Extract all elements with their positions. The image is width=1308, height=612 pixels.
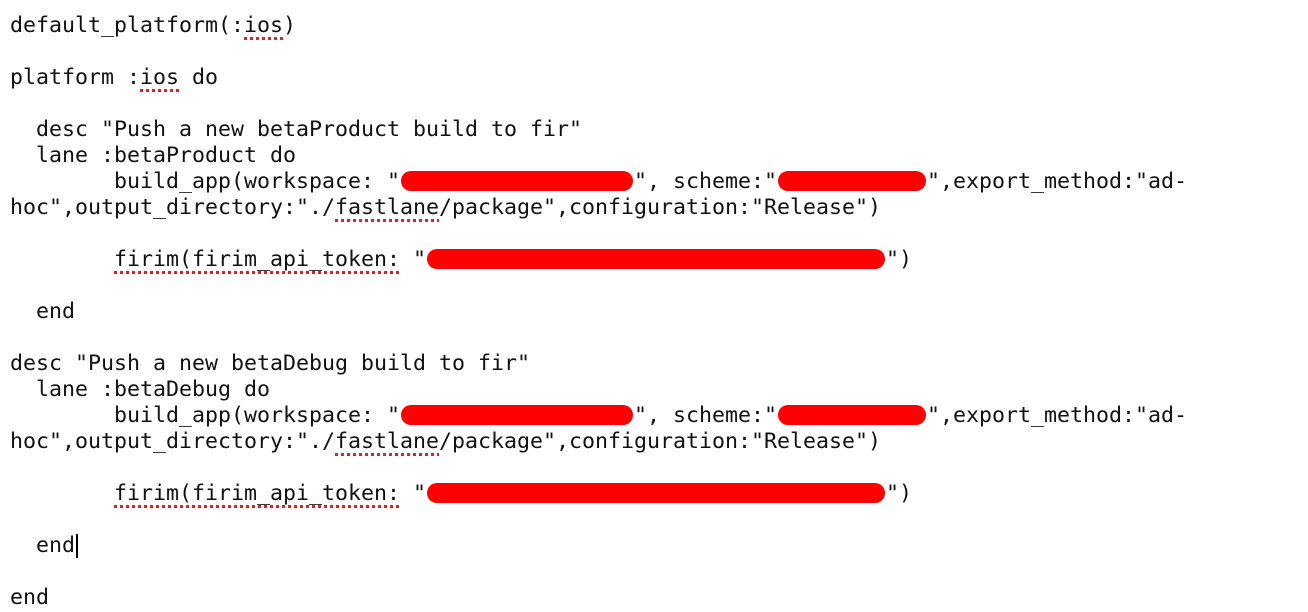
code-text: desc "Push a new betaDebug build to fir" xyxy=(10,351,531,376)
code-text: ",export_method:"ad- xyxy=(927,169,1188,194)
code-text: hoc",output_directory:"./ xyxy=(10,195,336,220)
code-line-10: lane :betaDebug do xyxy=(10,377,270,403)
code-text: /package",configuration:"Release") xyxy=(439,429,882,454)
redaction-mark xyxy=(427,483,886,503)
code-line-7: firim(firim_api_token: " ") xyxy=(10,247,912,273)
code-text: default_platform(: xyxy=(10,13,245,38)
code-text: ",export_method:"ad- xyxy=(927,403,1188,428)
code-text: lane :betaDebug do xyxy=(10,377,271,402)
code-line-9: desc "Push a new betaDebug build to fir" xyxy=(10,351,530,377)
code-text: build_app(workspace: " xyxy=(10,403,401,428)
code-text: build_app(workspace: " xyxy=(10,169,401,194)
code-line-4: lane :betaProduct do xyxy=(10,143,296,169)
code-line-5: build_app(workspace: " ", scheme:" ",expor… xyxy=(10,169,1187,195)
code-line-15: end xyxy=(10,585,49,611)
code-text: ", scheme:" xyxy=(634,169,778,194)
code-text: " xyxy=(400,481,427,506)
code-line-11: build_app(workspace: " ", scheme:" ",expor… xyxy=(10,403,1187,429)
code-text: lane :betaProduct do xyxy=(10,143,297,168)
code-text: platform : xyxy=(10,65,141,90)
code-text: do xyxy=(179,65,219,90)
spellcheck-word: ios xyxy=(244,13,284,38)
code-line-2: platform :ios do xyxy=(10,65,218,91)
code-text: /package",configuration:"Release") xyxy=(439,195,882,220)
code-text: ", scheme:" xyxy=(634,403,778,428)
code-line-1: default_platform(:ios) xyxy=(10,13,296,39)
spellcheck-word: firim(firim_api_token: xyxy=(114,481,401,506)
code-text: end xyxy=(10,299,76,324)
code-line-12: hoc",output_directory:"./fastlane/packag… xyxy=(10,429,881,455)
redaction-mark xyxy=(401,171,634,191)
code-line-8: end xyxy=(10,299,75,325)
code-text xyxy=(10,481,114,506)
code-text: hoc",output_directory:"./ xyxy=(10,429,336,454)
code-line-13: firim(firim_api_token: " ") xyxy=(10,481,912,507)
redaction-mark xyxy=(778,171,927,191)
code-line-3: desc "Push a new betaProduct build to fi… xyxy=(10,117,582,143)
code-line-14: end xyxy=(10,533,79,559)
code-text: end xyxy=(10,533,76,558)
spellcheck-word: fastlane xyxy=(335,195,440,220)
spellcheck-word: firim(firim_api_token: xyxy=(114,247,401,272)
redaction-mark xyxy=(427,249,886,269)
text-cursor xyxy=(76,534,79,558)
code-text: " xyxy=(400,247,427,272)
code-line-6: hoc",output_directory:"./fastlane/packag… xyxy=(10,195,881,221)
spellcheck-word: ios xyxy=(140,65,180,90)
redaction-mark xyxy=(778,405,927,425)
code-text: end xyxy=(10,585,50,610)
redaction-mark xyxy=(401,405,634,425)
code-text: ) xyxy=(283,13,297,38)
code-text xyxy=(10,247,114,272)
code-text: ") xyxy=(886,481,913,506)
code-text: ") xyxy=(886,247,913,272)
spellcheck-word: fastlane xyxy=(335,429,440,454)
code-text: desc "Push a new betaProduct build to fi… xyxy=(10,117,583,142)
